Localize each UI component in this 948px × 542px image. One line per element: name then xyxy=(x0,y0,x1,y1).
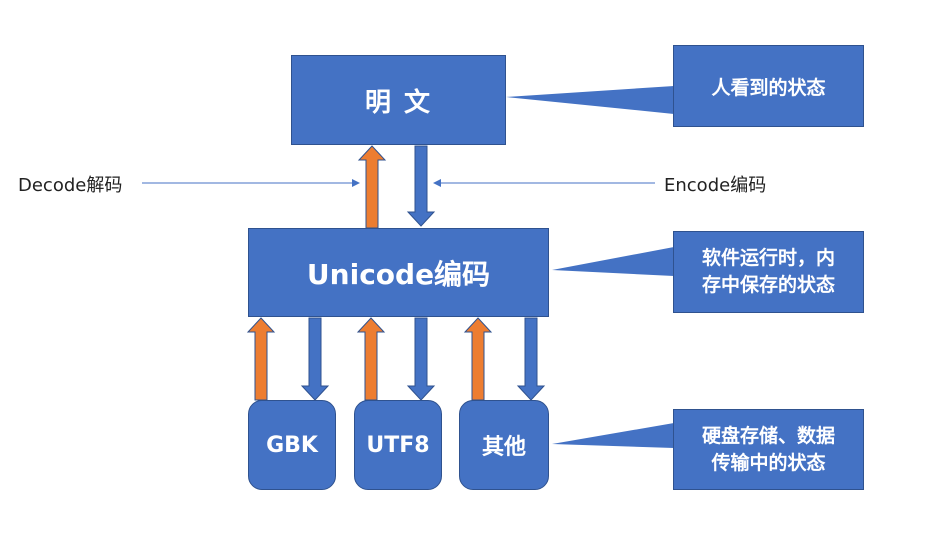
node-plaintext: 明 文 xyxy=(291,55,506,145)
node-other: 其他 xyxy=(459,400,549,490)
callout-storage-line2: 传输中的状态 xyxy=(711,451,826,474)
node-utf8-label: UTF8 xyxy=(366,432,430,458)
node-gbk: GBK xyxy=(248,400,336,490)
encode-pointer-head xyxy=(433,179,441,187)
callout-pointer-storage xyxy=(552,423,674,448)
callout-memory: 软件运行时，内 存中保存的状态 xyxy=(673,231,864,313)
encode-arrow-other xyxy=(516,317,546,401)
callout-storage-line1: 硬盘存储、数据 xyxy=(701,424,835,447)
node-other-label: 其他 xyxy=(481,435,526,460)
node-utf8: UTF8 xyxy=(354,400,442,490)
decode-arrow-other xyxy=(463,317,493,401)
callout-storage: 硬盘存储、数据 传输中的状态 xyxy=(673,409,864,490)
decode-label: Decode解码 xyxy=(18,175,123,196)
node-unicode-label: Unicode编码 xyxy=(306,257,491,291)
callout-pointer-human xyxy=(506,86,674,114)
node-gbk-label: GBK xyxy=(266,432,318,458)
decode-arrow-gbk xyxy=(246,317,276,401)
encode-arrow-top xyxy=(406,145,436,227)
node-unicode: Unicode编码 xyxy=(248,228,549,317)
encode-label: Encode编码 xyxy=(664,175,767,196)
encode-arrow-gbk xyxy=(300,317,330,401)
decode-arrow-top xyxy=(357,145,387,229)
decode-pointer-head xyxy=(352,179,360,187)
node-plaintext-label: 明 文 xyxy=(364,87,433,118)
callout-memory-line1: 软件运行时，内 xyxy=(701,247,835,269)
callout-pointer-memory xyxy=(552,247,674,276)
callout-human-text: 人看到的状态 xyxy=(711,76,826,99)
callout-human: 人看到的状态 xyxy=(673,45,864,127)
decode-arrow-utf8 xyxy=(356,317,386,401)
encode-arrow-utf8 xyxy=(406,317,436,401)
callout-memory-line2: 存中保存的状态 xyxy=(701,274,835,296)
